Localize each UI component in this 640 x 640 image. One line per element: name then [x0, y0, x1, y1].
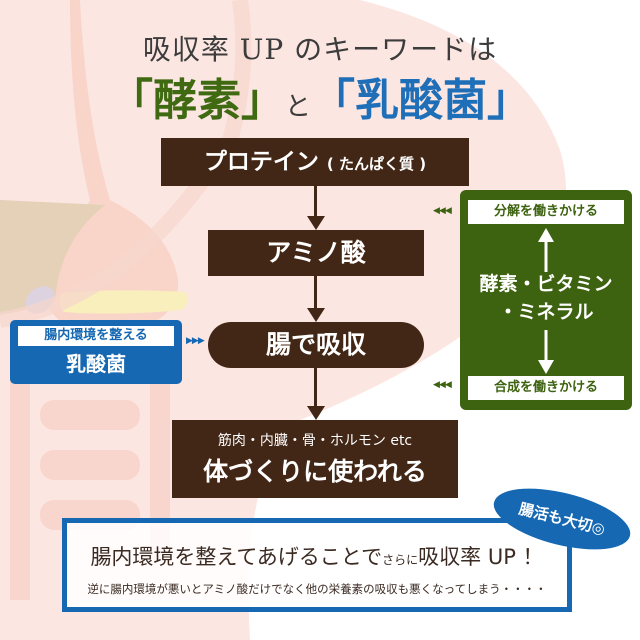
- flow-step-protein: プロテイン ( たんぱく質 ): [161, 138, 469, 186]
- arrow-down-icon: [307, 406, 325, 420]
- flow-step-amino-acid: アミノ酸: [208, 230, 424, 276]
- lactic-acid-bacteria-label: 乳酸菌: [66, 352, 126, 376]
- gut-health-note: 腸内環境を整えてあげることでさらに吸収率 UP ！ 逆に腸内環境が悪いとアミノ酸…: [62, 518, 572, 612]
- protein-sub-label: ( たんぱく質 ): [326, 155, 427, 173]
- body-building-examples: 筋肉・内臓・骨・ホルモン etc: [217, 433, 413, 449]
- flow-connector-line: [314, 276, 317, 310]
- arrow-up-icon: [538, 228, 554, 272]
- enzyme-vitamin-mineral-panel: 分解を働きかける 酵素・ビタミン ・ミネラル 合成を働きかける: [460, 190, 632, 410]
- arrow-down-icon: [538, 330, 554, 374]
- pointer-left-icon: ◀◀◀: [433, 206, 452, 216]
- arrow-down-icon: [307, 308, 325, 322]
- note-detail: 逆に腸内環境が悪いとアミノ酸だけでなく他の栄養素の吸収も悪くなってしまう・・・・: [87, 582, 547, 596]
- decomposition-label: 分解を働きかける: [468, 200, 624, 224]
- keywords-title: 「酵素」と「乳酸菌」: [0, 64, 640, 128]
- keyword-connector: と: [284, 92, 311, 122]
- body-building-label: 体づくりに使われる: [203, 457, 427, 486]
- protein-label: プロテイン: [203, 149, 319, 175]
- flow-connector-line: [314, 368, 317, 408]
- headline: 吸収率 UP のキーワードは: [142, 33, 498, 66]
- synthesis-label: 合成を働きかける: [468, 376, 624, 400]
- enzyme-vitamin-mineral-label: 酵素・ビタミン ・ミネラル: [479, 273, 613, 323]
- lactic-acid-bacteria-panel: 腸内環境を整える 乳酸菌: [10, 320, 182, 384]
- note-headline: 腸内環境を整えてあげることでさらに吸収率 UP ！: [90, 545, 544, 569]
- keyword-enzyme: 「酵素」: [108, 75, 285, 126]
- keyword-lactic-acid-bacteria: 「乳酸菌」: [311, 75, 531, 126]
- arrow-down-icon: [307, 216, 325, 230]
- pointer-left-icon: ◀◀◀: [433, 380, 452, 390]
- flow-step-body-building: 筋肉・内臓・骨・ホルモン etc 体づくりに使われる: [172, 420, 458, 498]
- flow-connector-line: [314, 186, 317, 218]
- flow-step-intestinal-absorption: 腸で吸収: [208, 322, 424, 368]
- pointer-right-icon: ▶▶▶: [186, 336, 205, 346]
- gut-environment-label: 腸内環境を整える: [18, 326, 174, 346]
